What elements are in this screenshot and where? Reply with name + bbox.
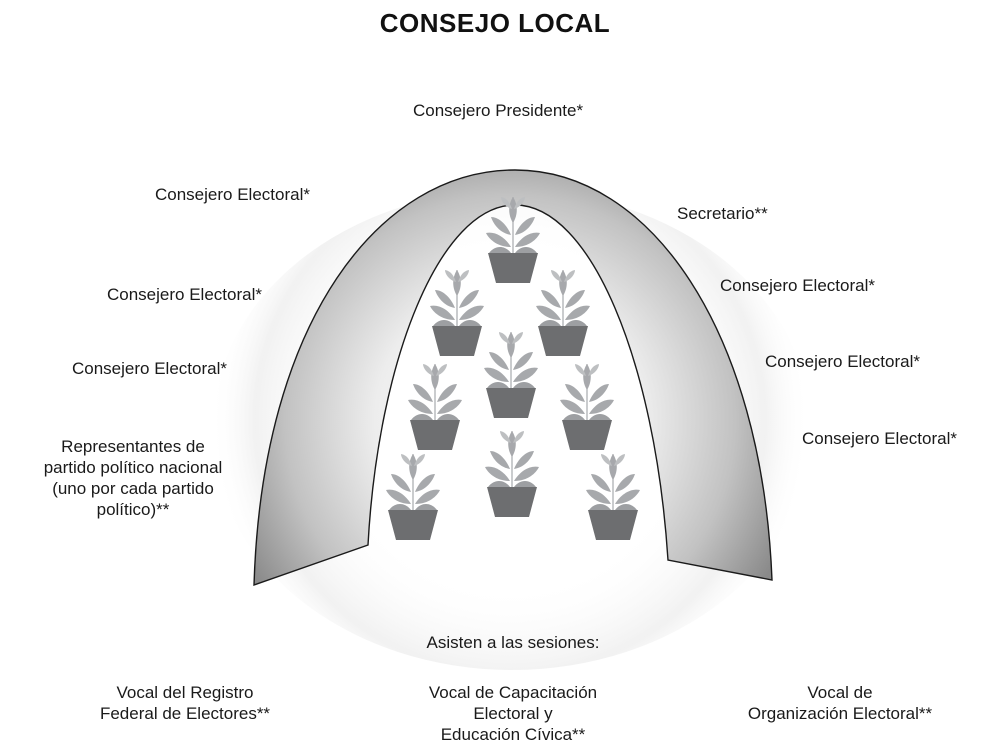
attendee-right-line-2: Organización Electoral** [747, 704, 933, 723]
arch-band [253, 169, 773, 586]
label-right-consejero-1: Consejero Electoral* [720, 276, 875, 295]
label-right-consejero-3: Consejero Electoral* [802, 429, 957, 448]
party-reps-line-3: (uno por cada partido [52, 479, 214, 498]
attendee-right-line-1: Vocal de [807, 683, 873, 702]
label-left-consejero-3: Consejero Electoral* [72, 359, 227, 378]
label-party-representatives: Representantes de partido político nacio… [8, 436, 258, 520]
attendees-heading: Asisten a las sesiones: [426, 633, 600, 652]
attendee-center-line-3: Educación Cívica** [440, 725, 586, 744]
diagram-title: CONSEJO LOCAL [379, 8, 611, 38]
attendee-center-line-2: Electoral y [473, 704, 553, 723]
attendee-left-line-1: Vocal del Registro [116, 683, 254, 702]
label-consejero-presidente: Consejero Presidente* [413, 101, 584, 120]
label-left-consejero-2: Consejero Electoral* [107, 285, 262, 304]
attendee-vocal-registro: Vocal del Registro Federal de Electores*… [55, 682, 315, 724]
party-reps-line-1: Representantes de [61, 437, 205, 456]
attendee-left-line-2: Federal de Electores** [99, 704, 271, 723]
party-reps-line-2: partido político nacional [43, 458, 223, 477]
label-right-consejero-2: Consejero Electoral* [765, 352, 920, 371]
attendee-vocal-organizacion: Vocal de Organización Electoral** [710, 682, 970, 724]
attendee-vocal-capacitacion: Vocal de Capacitación Electoral y Educac… [383, 682, 643, 745]
attendee-center-line-1: Vocal de Capacitación [428, 683, 598, 702]
label-left-consejero-1: Consejero Electoral* [155, 185, 310, 204]
label-secretario: Secretario** [677, 204, 768, 223]
party-reps-line-4: político)** [96, 500, 170, 519]
